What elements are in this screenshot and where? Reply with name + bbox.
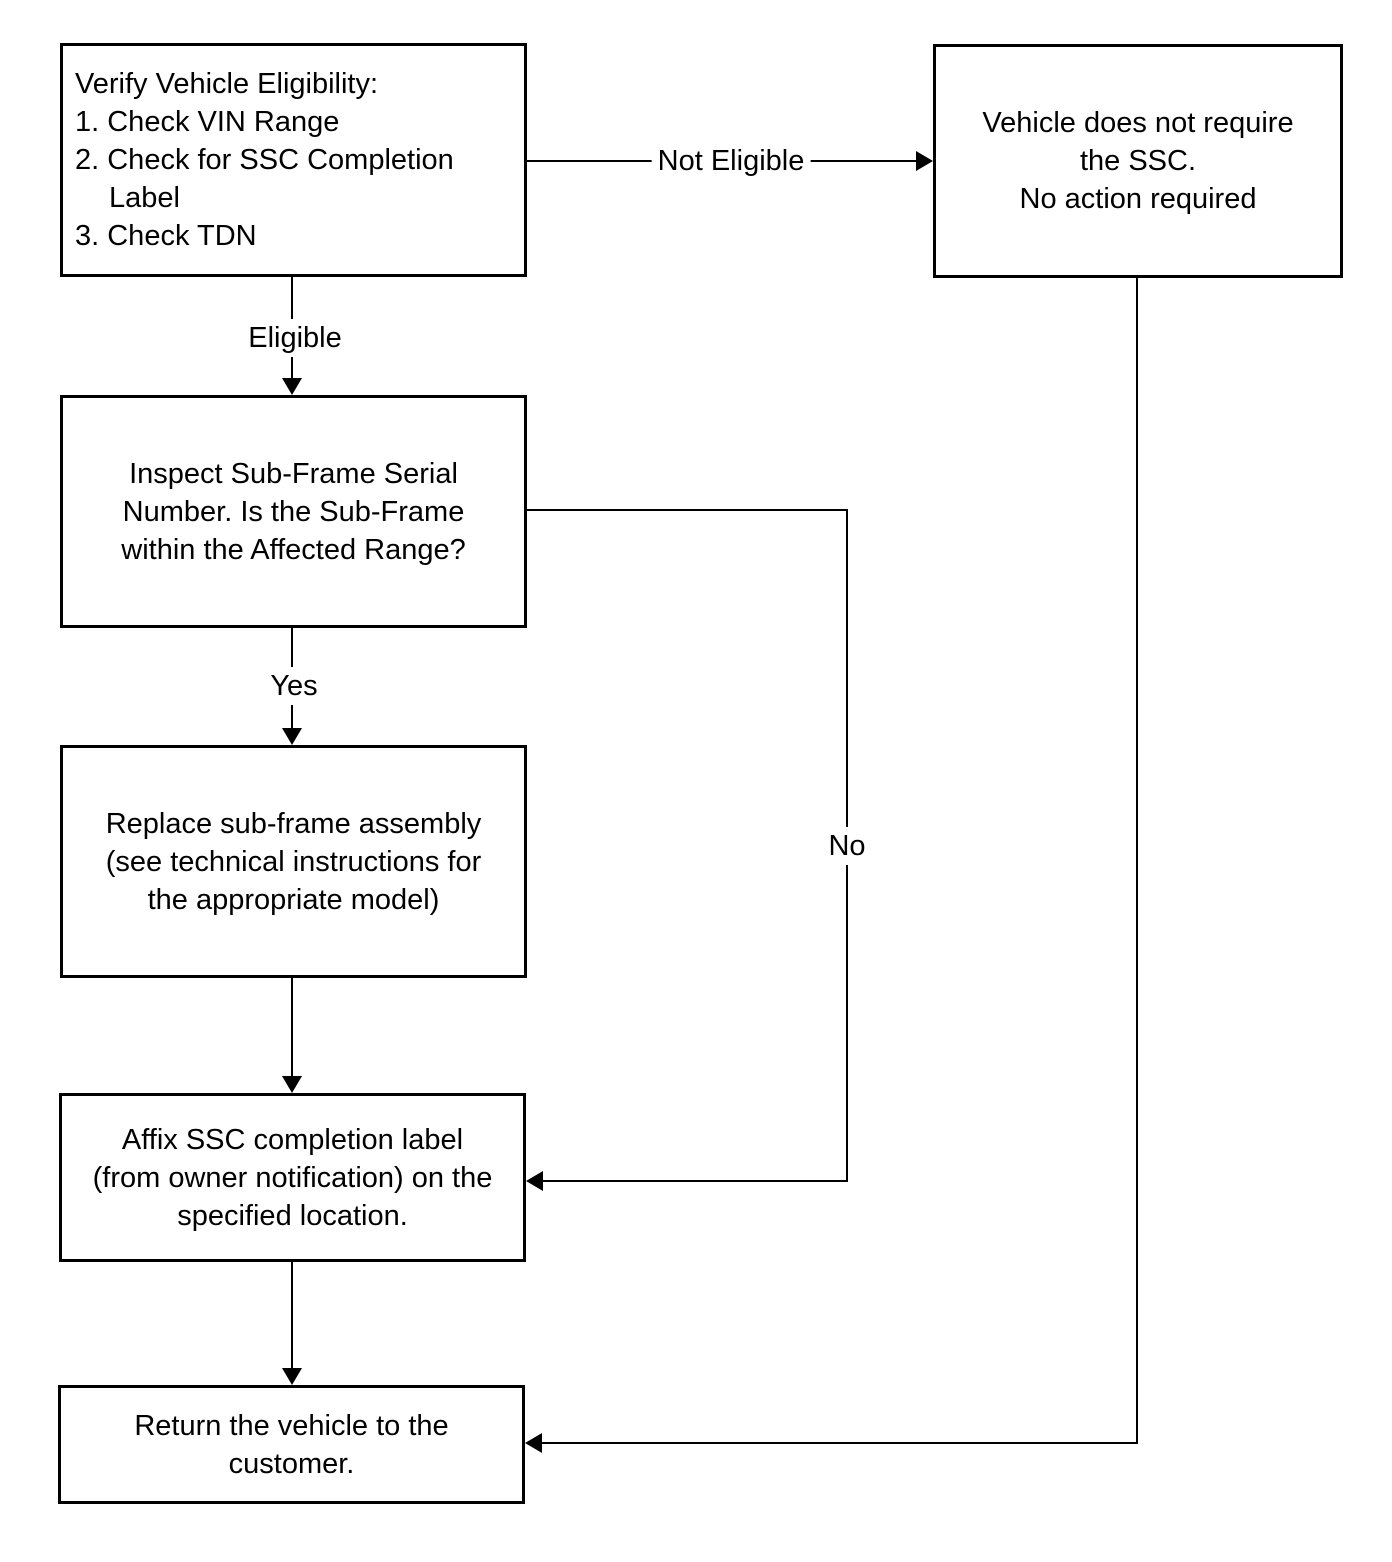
connector-replace-affix-vline	[291, 978, 293, 1078]
node-text-line: the appropriate model)	[147, 883, 440, 916]
node-text-line: Affix SSC completion label	[121, 1123, 464, 1156]
node-text-line: (from owner notification) on the	[92, 1161, 493, 1194]
arrowhead-left-icon	[526, 1171, 543, 1191]
edge-label-eligible: Eligible	[242, 319, 348, 357]
node-vehicle-not-require-ssc: Vehicle does not require the SSC. No act…	[933, 44, 1343, 278]
arrowhead-left-icon	[525, 1433, 542, 1453]
edge-label-not-eligible: Not Eligible	[651, 142, 811, 180]
node-replace-subframe: Replace sub-frame assembly (see technica…	[60, 745, 527, 978]
node-verify-eligibility: Verify Vehicle Eligibility: 1. Check VIN…	[60, 43, 527, 277]
node-text-line: Number. Is the Sub-Frame	[122, 495, 465, 528]
edge-label-no: No	[822, 827, 872, 865]
node-text-line: Replace sub-frame assembly	[105, 807, 482, 840]
connector-no-hline-top	[527, 509, 848, 511]
connector-no-hline-bottom	[541, 1180, 848, 1182]
node-text-line: 2. Check for SSC Completion	[75, 144, 454, 176]
node-text-line: (see technical instructions for	[105, 845, 482, 878]
node-text-line: Vehicle does not require	[982, 107, 1294, 139]
node-text-line: Verify Vehicle Eligibility:	[75, 68, 379, 100]
node-text-line: No action required	[1019, 183, 1257, 215]
node-inspect-subframe-serial: Inspect Sub-Frame Serial Number. Is the …	[60, 395, 527, 628]
arrowhead-right-icon	[916, 151, 933, 171]
arrowhead-down-icon	[282, 1368, 302, 1385]
arrowhead-down-icon	[282, 728, 302, 745]
node-affix-completion-label: Affix SSC completion label (from owner n…	[59, 1093, 526, 1262]
node-text-line: Inspect Sub-Frame Serial	[129, 457, 458, 490]
node-text-line: Label	[109, 182, 180, 214]
connector-affix-return-vline	[291, 1262, 293, 1370]
arrowhead-down-icon	[282, 1076, 302, 1093]
node-text-line: 1. Check VIN Range	[75, 106, 340, 138]
arrowhead-down-icon	[282, 378, 302, 395]
edge-label-yes: Yes	[264, 667, 324, 705]
node-text-line: specified location.	[177, 1199, 408, 1232]
node-text-line: customer.	[228, 1447, 355, 1480]
node-text-line: within the Affected Range?	[121, 533, 466, 566]
node-return-vehicle: Return the vehicle to the customer.	[58, 1385, 525, 1504]
node-text-line: 3. Check TDN	[75, 220, 257, 252]
node-text-line: Return the vehicle to the	[134, 1409, 449, 1442]
connector-nossc-return-hline	[540, 1442, 1138, 1444]
node-text-line: the SSC.	[1079, 145, 1197, 177]
connector-nossc-return-vline	[1136, 278, 1138, 1444]
